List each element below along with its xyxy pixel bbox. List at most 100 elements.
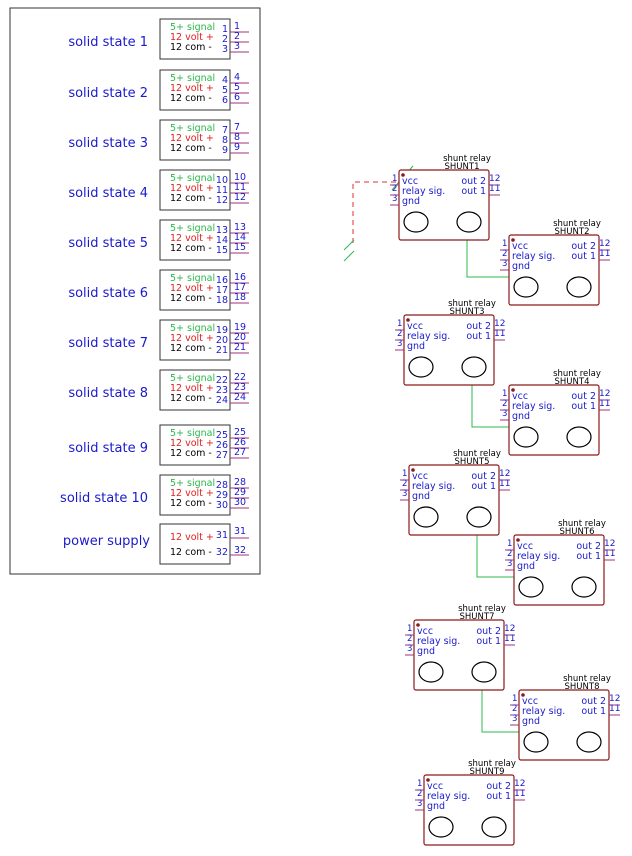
terminal-pin-number: 16 — [234, 272, 246, 283]
relay-output-pin-number: 12 — [604, 539, 615, 549]
terminal-box — [159, 319, 231, 361]
relay-type-label: shunt relay — [553, 219, 601, 229]
terminal-pin-number: 8 — [222, 135, 228, 146]
relay-input-label: relay sig. — [512, 251, 555, 262]
terminal-pin-number: 15 — [234, 242, 246, 253]
terminal-pin-number: 12 — [216, 195, 228, 206]
terminal-line-text: 5+ signal — [170, 323, 215, 334]
relay-input-label: relay sig. — [427, 791, 470, 802]
terminal-pin-number: 14 — [216, 235, 228, 246]
relay-output-label: out 1 — [476, 636, 501, 647]
terminal-pin-number: 20 — [216, 335, 228, 346]
relay-input-pin-number: 2 — [407, 634, 412, 644]
relay-input-pin-number: 2 — [502, 399, 507, 409]
terminal-pin-number: 22 — [234, 372, 246, 383]
terminal-label: solid state 10 — [60, 491, 148, 506]
terminal-pin-number: 17 — [216, 285, 228, 296]
relay-input-pin-number: 1 — [397, 319, 402, 329]
terminal-pin-number: 29 — [234, 487, 246, 498]
relay-output-pin-number: 12 — [514, 779, 525, 789]
relay-terminal-circle — [461, 356, 487, 378]
relay-input-pin-number: 3 — [417, 799, 422, 809]
relay-input-pin-number: 2 — [502, 249, 507, 259]
relay-input-pin-number: 1 — [502, 389, 507, 399]
relay-input-pin-number: 2 — [397, 329, 402, 339]
terminal-pin-number: 30 — [234, 497, 246, 508]
terminal-pin-number: 23 — [234, 382, 246, 393]
terminal-box — [159, 269, 231, 311]
relay-input-label: vcc — [412, 471, 428, 482]
relay-input-pin-number: 1 — [417, 779, 422, 789]
terminal-pin-number: 5 — [234, 82, 240, 93]
terminal-pin-number: 18 — [234, 292, 246, 303]
terminal-pin-number: 26 — [234, 437, 246, 448]
relay-input-label: vcc — [417, 626, 433, 637]
terminal-pin-number: 24 — [216, 395, 228, 406]
power-supply-line-text: 12 com - — [170, 547, 212, 558]
relay-terminal-circle — [408, 356, 434, 378]
relay-input-pin-number: 2 — [512, 704, 517, 714]
terminal-pin-number: 3 — [234, 41, 240, 52]
terminal-pin-number: 19 — [234, 322, 246, 333]
terminal-pin-number: 9 — [222, 145, 228, 156]
relay-terminal-circle — [523, 731, 549, 753]
terminal-pin-number: 2 — [234, 31, 240, 42]
relay-input-pin-number: 1 — [507, 539, 512, 549]
terminal-pin-number: 30 — [216, 500, 228, 511]
terminal-pin-number: 18 — [216, 295, 228, 306]
relay-name-label: SHUNT6 — [560, 527, 595, 537]
relay-terminal-circle — [428, 816, 454, 838]
relay-pin1-marker — [416, 623, 420, 627]
relay-terminal-circle — [466, 506, 492, 528]
relay-input-pin-number: 1 — [512, 694, 517, 704]
relay-type-label: shunt relay — [453, 449, 501, 459]
terminal-pin-number: 9 — [234, 142, 240, 153]
terminal-pin-number: 11 — [234, 182, 246, 193]
terminal-pin-number: 19 — [216, 325, 228, 336]
relay-output-pin-number: 11 — [494, 329, 505, 339]
terminal-box — [159, 424, 231, 466]
relay-terminal-circle — [518, 576, 544, 598]
relay-output-pin-number: 12 — [599, 389, 610, 399]
shunt-relays: shunt relay SHUNT1 vcc 1 relay sig. 2 gnd 3 out … — [390, 154, 620, 846]
relay-name-label: SHUNT3 — [450, 307, 485, 317]
power-supply-box — [159, 523, 231, 565]
relay-input-pin-number: 3 — [512, 714, 517, 724]
terminal-line-text: 5+ signal — [170, 223, 215, 234]
relay-input-label: vcc — [522, 696, 538, 707]
relay-name-label: SHUNT7 — [460, 612, 495, 622]
relay-output-label: out 1 — [486, 791, 511, 802]
relay-input-label: gnd — [517, 561, 535, 572]
relay-name-label: SHUNT4 — [555, 377, 590, 387]
relay-name-label: SHUNT9 — [470, 767, 505, 777]
relay-input-pin-number: 2 — [507, 549, 512, 559]
terminal-pin-number: 25 — [216, 430, 228, 441]
terminal-pin-number: 7 — [234, 122, 240, 133]
relay-output-label: out 2 — [476, 626, 501, 637]
terminal-box — [159, 69, 231, 111]
terminal-line-text: 12 volt + — [170, 233, 214, 244]
power-supply-line-text: 12 volt + — [170, 532, 214, 543]
relay-terminal-circle — [571, 576, 597, 598]
relay-name-label: SHUNT1 — [445, 162, 480, 172]
relay-input-label: relay sig. — [517, 551, 560, 562]
terminal-pin-number: 28 — [216, 480, 228, 491]
relay-name-label: SHUNT2 — [555, 227, 590, 237]
terminal-line-text: 12 volt + — [170, 133, 214, 144]
terminal-label: solid state 9 — [68, 441, 148, 456]
relay-terminal-circle — [576, 731, 602, 753]
relay-input-pin-number: 3 — [502, 259, 507, 269]
terminal-pin-number: 7 — [222, 125, 228, 136]
relay-input-label: relay sig. — [402, 186, 445, 197]
relay-input-pin-number: 1 — [402, 469, 407, 479]
relay-input-label: vcc — [402, 176, 418, 187]
